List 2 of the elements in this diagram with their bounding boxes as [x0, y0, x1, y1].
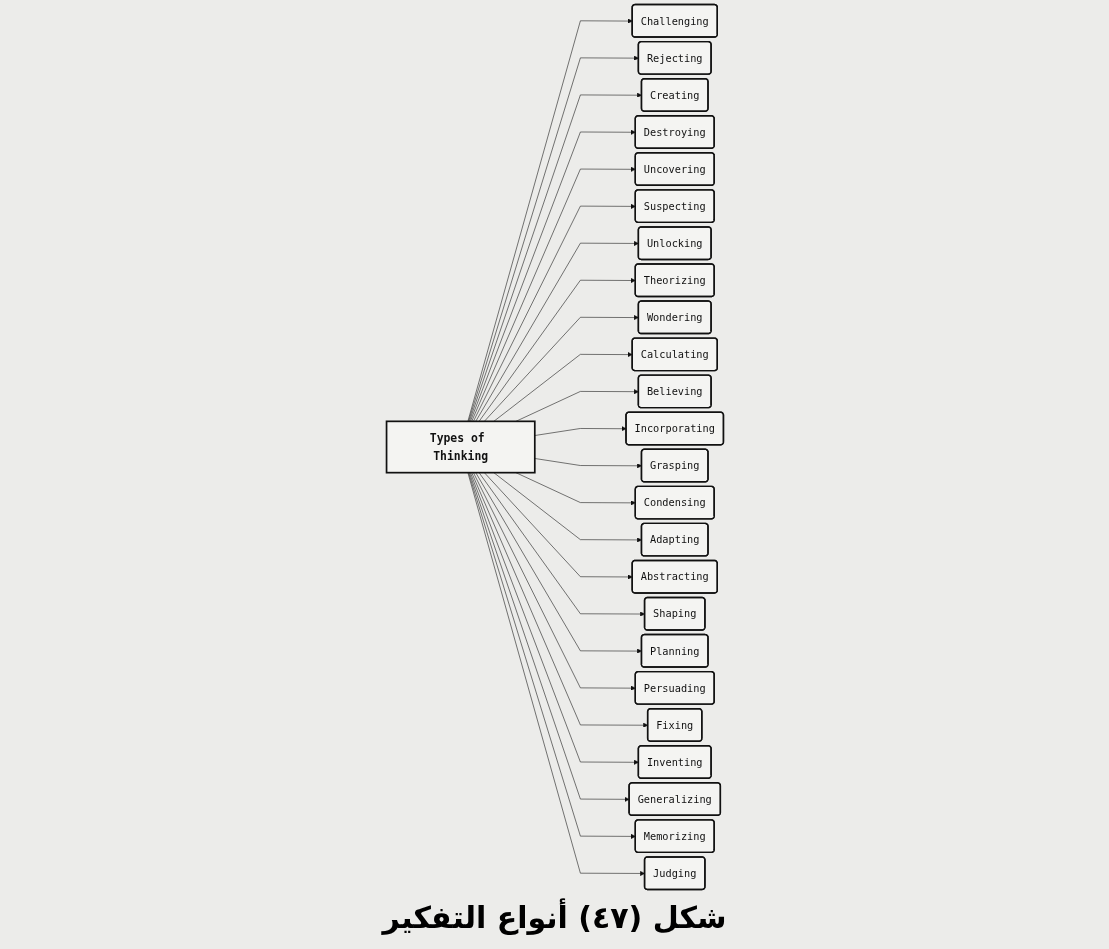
figure-caption: شكل (٤٧) أنواع التفكير — [382, 900, 727, 935]
node-box: Types of Thinking — [385, 420, 536, 474]
